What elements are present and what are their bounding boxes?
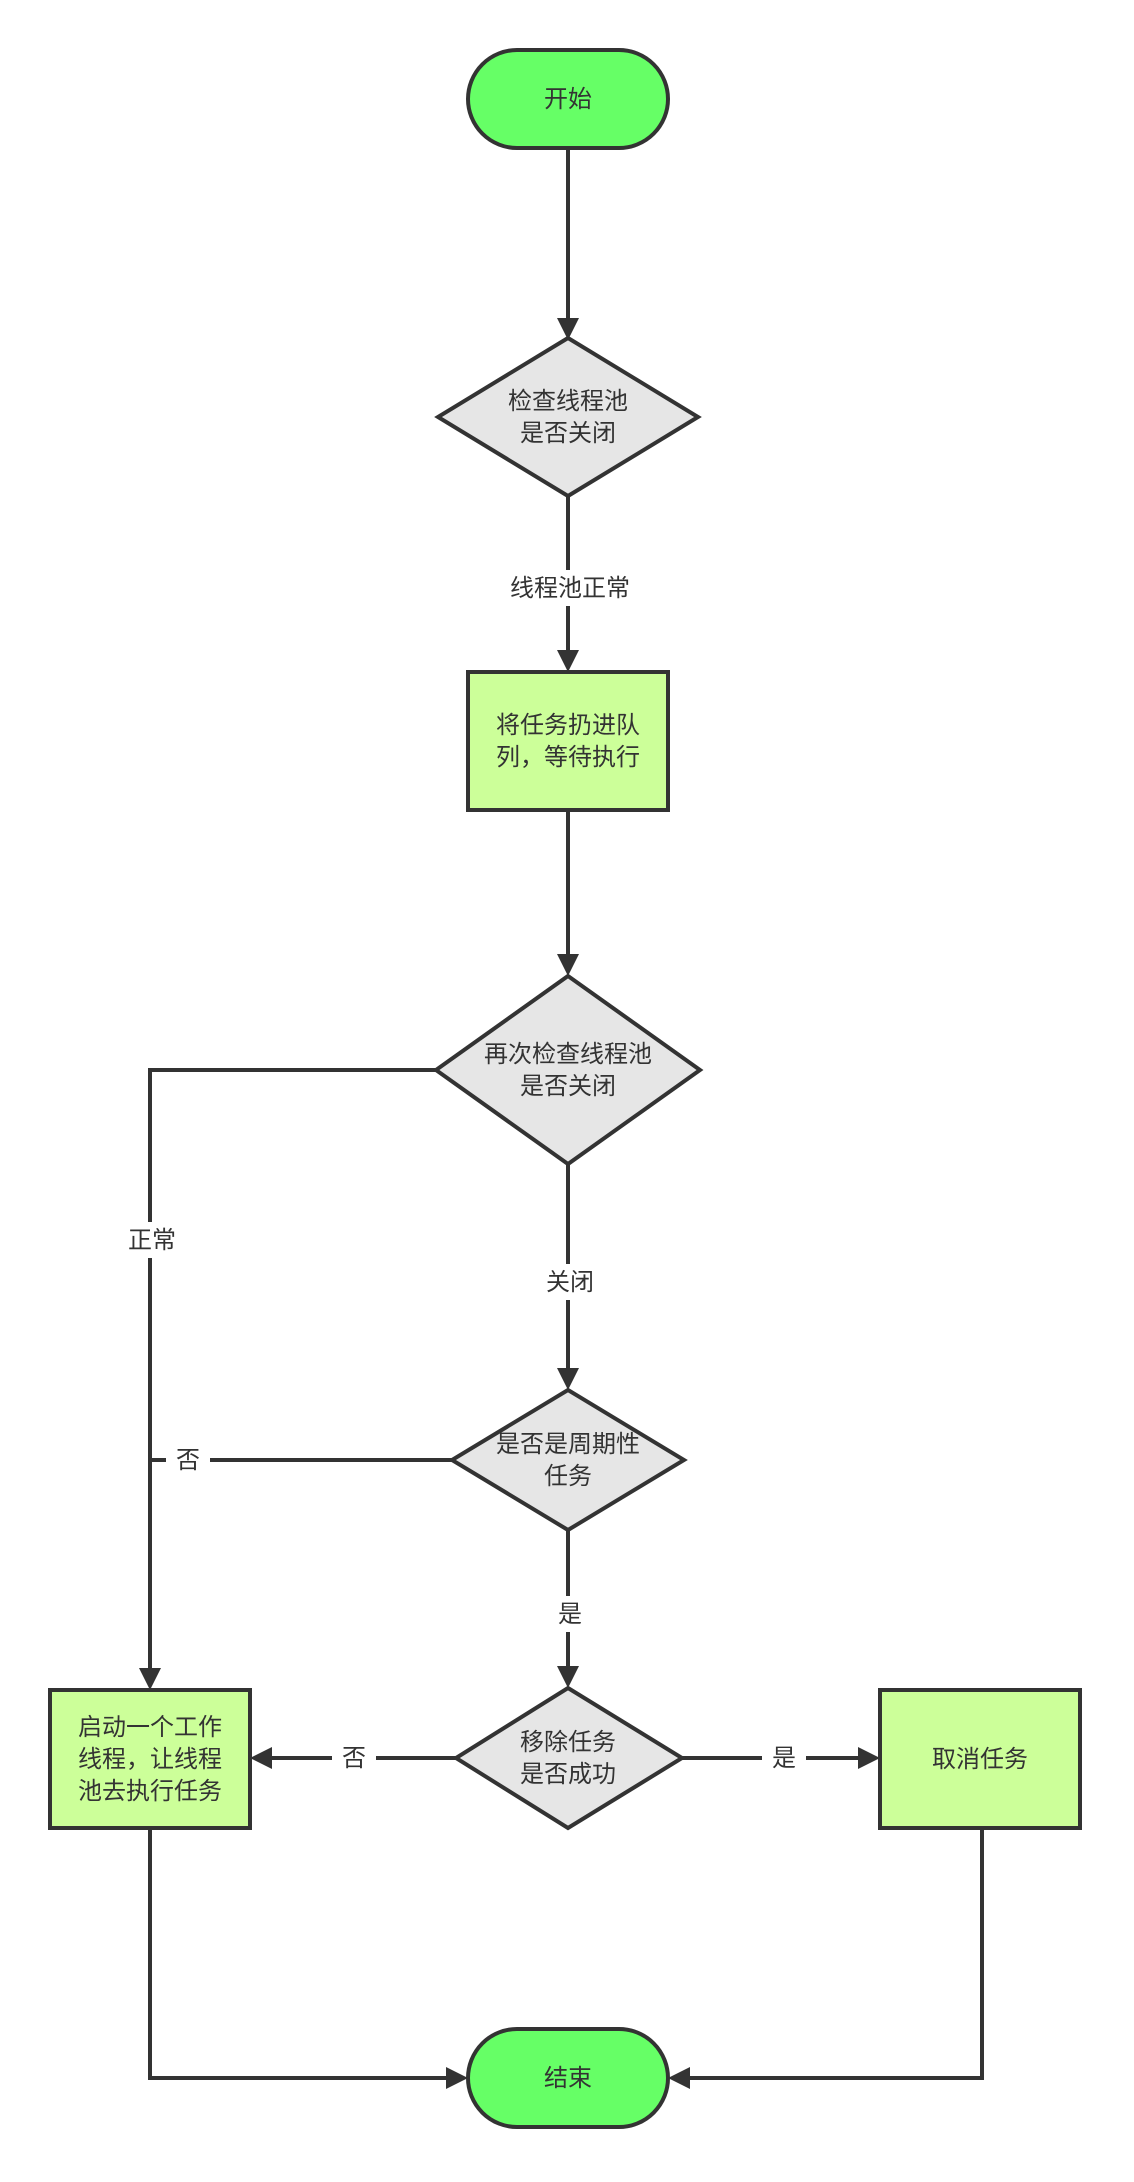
arrowhead-check [557,318,579,340]
arrowhead-end-right [668,2067,690,2089]
arrowhead-recheck [557,954,579,976]
cancel-task-node [878,1688,1082,1830]
recheck-pool-closed-decision [432,973,704,1167]
start-worker-node [48,1688,252,1830]
edge-worker-to-end [148,1828,446,2080]
edge-cancel-to-end [690,1828,984,2080]
arrowhead-start-worker-top [139,1668,161,1690]
arrowhead-end-left [446,2067,468,2089]
edge-recheck-normal [148,1068,436,1668]
periodic-task-decision [448,1387,688,1533]
remove-task-decision [452,1685,686,1831]
end-node [466,2027,670,2129]
arrowhead-remove [557,1666,579,1688]
enqueue-task-node [466,670,670,812]
check-pool-closed-decision [434,335,702,499]
arrowhead-periodic [557,1368,579,1390]
start-node [466,48,670,150]
arrowhead-cancel [858,1747,880,1769]
arrowhead-start-worker-side [250,1747,272,1769]
arrowhead-enqueue [557,650,579,672]
